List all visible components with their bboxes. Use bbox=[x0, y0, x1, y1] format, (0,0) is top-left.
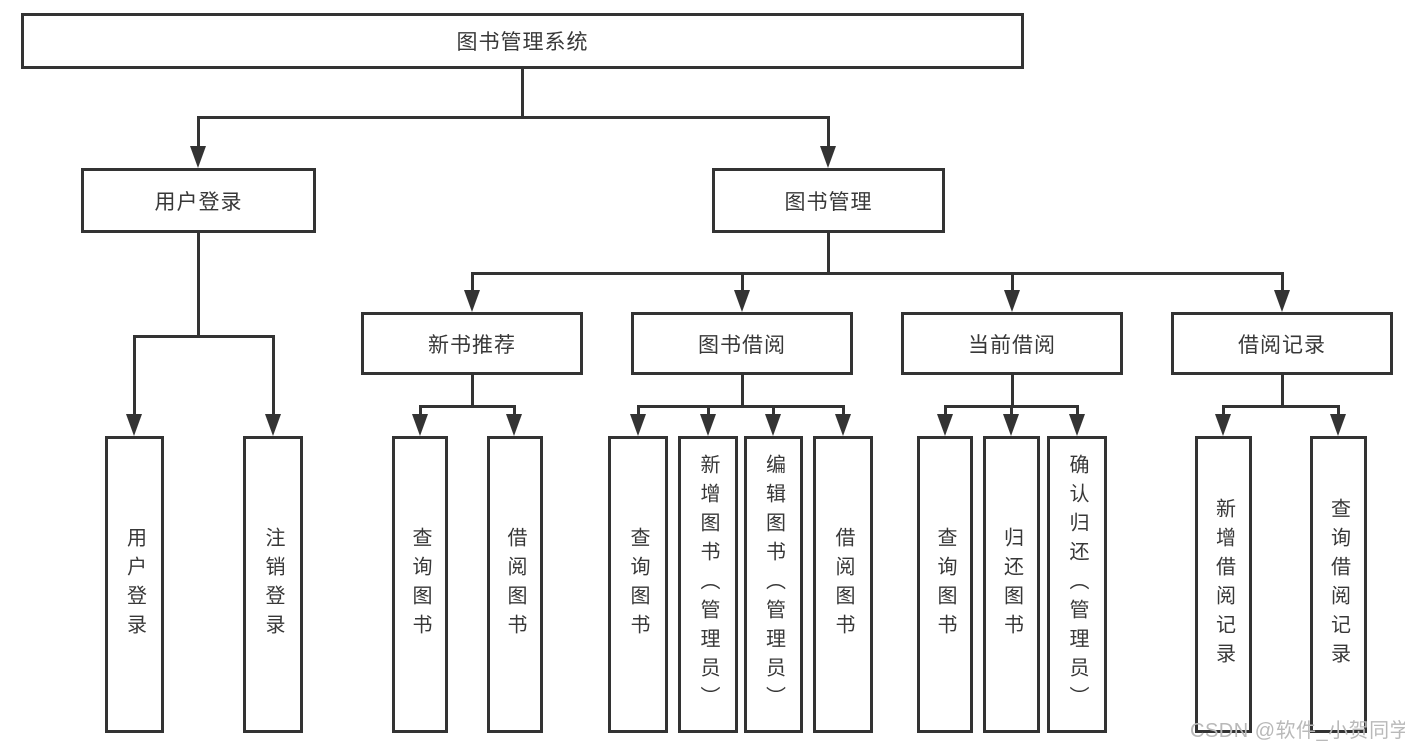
arrowhead-icon bbox=[1004, 290, 1020, 312]
edge-2-bar bbox=[470, 271, 1284, 275]
arrowhead-icon bbox=[1069, 414, 1085, 436]
node-borrowing-records: 借阅记录 bbox=[1171, 312, 1393, 375]
edge-4-stem bbox=[740, 375, 744, 406]
arrowhead-icon bbox=[265, 414, 281, 436]
edge-5-stem bbox=[1010, 375, 1014, 406]
edge-1-drop-1 bbox=[271, 336, 275, 420]
arrowhead-icon bbox=[412, 414, 428, 436]
edge-4-drop-1 bbox=[706, 406, 710, 420]
edge-2-drop-1 bbox=[740, 273, 744, 296]
node-leaf-bb-query-books: 查询图书 bbox=[608, 436, 668, 733]
arrowhead-icon bbox=[506, 414, 522, 436]
node-leaf-nbr-borrow-books: 借阅图书 bbox=[487, 436, 543, 733]
edge-6-drop-0 bbox=[1221, 406, 1225, 420]
node-label-leaf-bb-add-books: 新增图书（管理员） bbox=[697, 454, 719, 715]
edge-0-bar bbox=[196, 115, 830, 119]
node-user-login: 用户登录 bbox=[81, 168, 316, 233]
node-label-leaf-nbr-borrow-books: 借阅图书 bbox=[504, 526, 526, 643]
edge-1-drop-0 bbox=[132, 336, 136, 420]
node-label-current-borrowing: 当前借阅 bbox=[968, 333, 1056, 357]
node-leaf-bb-borrow-books: 借阅图书 bbox=[813, 436, 873, 733]
node-label-book-management: 图书管理 bbox=[784, 190, 873, 214]
arrowhead-icon bbox=[835, 414, 851, 436]
edge-0-stem bbox=[520, 69, 524, 117]
edge-4-bar bbox=[636, 404, 845, 408]
node-label-leaf-user-login: 用户登录 bbox=[123, 526, 146, 643]
node-book-management: 图书管理 bbox=[712, 168, 945, 233]
arrowhead-icon bbox=[734, 290, 750, 312]
node-label-leaf-bb-borrow-books: 借阅图书 bbox=[832, 526, 854, 643]
node-leaf-bb-edit-books: 编辑图书（管理员） bbox=[744, 436, 803, 733]
node-root: 图书管理系统 bbox=[21, 13, 1024, 69]
edge-1-bar bbox=[132, 334, 275, 338]
arrowhead-icon bbox=[464, 290, 480, 312]
node-label-leaf-nbr-query-books: 查询图书 bbox=[409, 526, 431, 643]
arrowhead-icon bbox=[630, 414, 646, 436]
edge-2-drop-3 bbox=[1280, 273, 1284, 296]
node-leaf-br-add-record: 新增借阅记录 bbox=[1195, 436, 1252, 733]
edge-1-stem bbox=[196, 233, 200, 336]
node-leaf-user-login: 用户登录 bbox=[105, 436, 164, 733]
node-label-leaf-cb-return-books: 归还图书 bbox=[1000, 526, 1023, 643]
node-label-leaf-bb-edit-books: 编辑图书（管理员） bbox=[762, 454, 785, 715]
edge-3-stem bbox=[470, 375, 474, 406]
node-new-book-recommend: 新书推荐 bbox=[361, 312, 583, 375]
edge-5-drop-0 bbox=[943, 406, 947, 420]
edge-2-drop-2 bbox=[1010, 273, 1014, 296]
edge-3-drop-0 bbox=[418, 406, 422, 420]
node-leaf-cb-return-books: 归还图书 bbox=[983, 436, 1040, 733]
node-leaf-logout: 注销登录 bbox=[243, 436, 303, 733]
edge-6-drop-1 bbox=[1336, 406, 1340, 420]
node-leaf-cb-confirm-return: 确认归还（管理员） bbox=[1047, 436, 1107, 733]
watermark: CSDN @软件_小贺同学 bbox=[1190, 720, 1405, 742]
node-label-book-borrowing: 图书借阅 bbox=[698, 333, 786, 357]
edge-4-drop-2 bbox=[771, 406, 775, 420]
node-label-root: 图书管理系统 bbox=[456, 31, 589, 54]
node-current-borrowing: 当前借阅 bbox=[901, 312, 1123, 375]
node-label-leaf-cb-confirm-return: 确认归还（管理员） bbox=[1066, 454, 1088, 715]
arrowhead-icon bbox=[190, 146, 206, 168]
edge-4-drop-3 bbox=[841, 406, 845, 420]
arrowhead-icon bbox=[1330, 414, 1346, 436]
edge-4-drop-0 bbox=[636, 406, 640, 420]
edge-5-drop-2 bbox=[1075, 406, 1079, 420]
node-label-leaf-logout: 注销登录 bbox=[262, 526, 284, 643]
arrowhead-icon bbox=[126, 414, 142, 436]
node-label-leaf-bb-query-books: 查询图书 bbox=[627, 526, 649, 643]
node-leaf-br-query-record: 查询借阅记录 bbox=[1310, 436, 1367, 733]
edge-0-drop-1 bbox=[826, 117, 830, 152]
node-book-borrowing: 图书借阅 bbox=[631, 312, 853, 375]
arrowhead-icon bbox=[937, 414, 953, 436]
node-label-user-login: 用户登录 bbox=[154, 190, 243, 214]
node-label-leaf-br-add-record: 新增借阅记录 bbox=[1212, 497, 1235, 672]
node-label-borrowing-records: 借阅记录 bbox=[1238, 333, 1326, 357]
arrowhead-icon bbox=[820, 146, 836, 168]
arrowhead-icon bbox=[1215, 414, 1231, 436]
edge-3-drop-1 bbox=[512, 406, 516, 420]
node-label-new-book-recommend: 新书推荐 bbox=[428, 333, 516, 357]
edge-6-stem bbox=[1280, 375, 1284, 406]
edge-0-drop-0 bbox=[196, 117, 200, 152]
node-leaf-nbr-query-books: 查询图书 bbox=[392, 436, 448, 733]
edge-2-drop-0 bbox=[470, 273, 474, 296]
node-leaf-cb-query-books: 查询图书 bbox=[917, 436, 973, 733]
node-label-leaf-cb-query-books: 查询图书 bbox=[934, 526, 956, 643]
arrowhead-icon bbox=[765, 414, 781, 436]
arrowhead-icon bbox=[700, 414, 716, 436]
edge-6-bar bbox=[1221, 404, 1340, 408]
edge-5-drop-1 bbox=[1009, 406, 1013, 420]
arrowhead-icon bbox=[1274, 290, 1290, 312]
node-label-leaf-br-query-record: 查询借阅记录 bbox=[1327, 497, 1350, 672]
edge-3-bar bbox=[418, 404, 516, 408]
arrowhead-icon bbox=[1003, 414, 1019, 436]
edge-2-stem bbox=[826, 233, 830, 273]
node-leaf-bb-add-books: 新增图书（管理员） bbox=[678, 436, 738, 733]
